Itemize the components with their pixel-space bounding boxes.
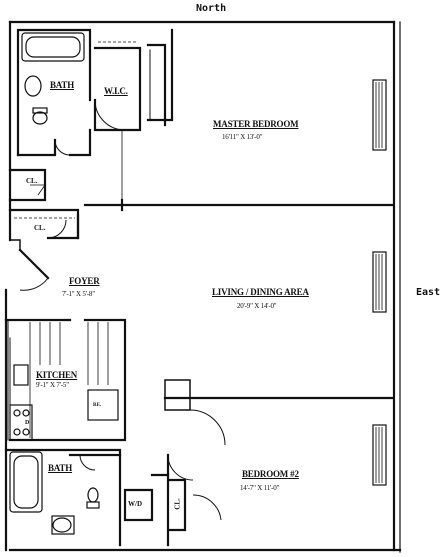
closet-label-1: CL. [26,177,38,185]
bathtub-bottom [9,451,43,513]
room-name-wic: W.I.C. [104,86,128,96]
refrigerator-label: RE. [93,403,102,408]
wall-closet-3 [168,478,187,532]
room-dims-living-dining: 20'-9" X 14'-0" [237,302,277,310]
wall-kitchen [4,318,127,442]
closet-label-2: CL. [34,224,46,232]
room-name-kitchen: KITCHEN [36,370,78,380]
wall-bath-top [16,28,92,157]
wall-bath-bottom [4,448,122,547]
washer-dryer-label: W/D [128,500,142,508]
room-name-master-bedroom: MASTER BEDROOM [213,119,299,129]
window-master [372,79,387,151]
wall-wic [93,46,142,132]
toilet-top [32,111,48,125]
room-name-foyer: FOYER [69,276,100,286]
compass-north-label: North [196,3,227,14]
closet-label-3: CL. [173,498,182,510]
stove [9,404,33,441]
fixtures [9,32,119,535]
compass-east-label: East [416,287,441,298]
room-name-living-dining: LIVING / DINING AREA [212,287,309,297]
wall-master-west [146,28,174,122]
door-swings [19,99,226,521]
room-dims-master-bedroom: 16'11" X 13'-0" [222,133,263,141]
window-bedroom2 [372,424,387,486]
refrigerator-box [87,389,119,421]
sink-bottom [52,517,72,533]
sink-top [24,75,42,97]
washer-dryer-box [123,488,154,522]
room-dims-foyer: 7'-1" X 5'-8" [62,290,95,298]
dishwasher-label: D [25,420,30,426]
bathtub-top [21,32,85,62]
room-name-bath-top: BATH [50,80,75,90]
room-name-bath-bottom: BATH [48,463,73,473]
room-dims-kitchen: 9'-1" X 7'-5" [36,381,69,389]
window-living [372,251,387,313]
toilet-bottom [87,487,99,503]
wall-foyer-diagonal [18,248,50,280]
room-name-bedroom-2: BEDROOM #2 [242,469,299,479]
room-dims-bedroom-2: 14'-7" X 11'-0" [240,484,280,492]
closet-rods [14,41,138,219]
windows [372,79,387,486]
kitchen-sink [13,364,29,386]
